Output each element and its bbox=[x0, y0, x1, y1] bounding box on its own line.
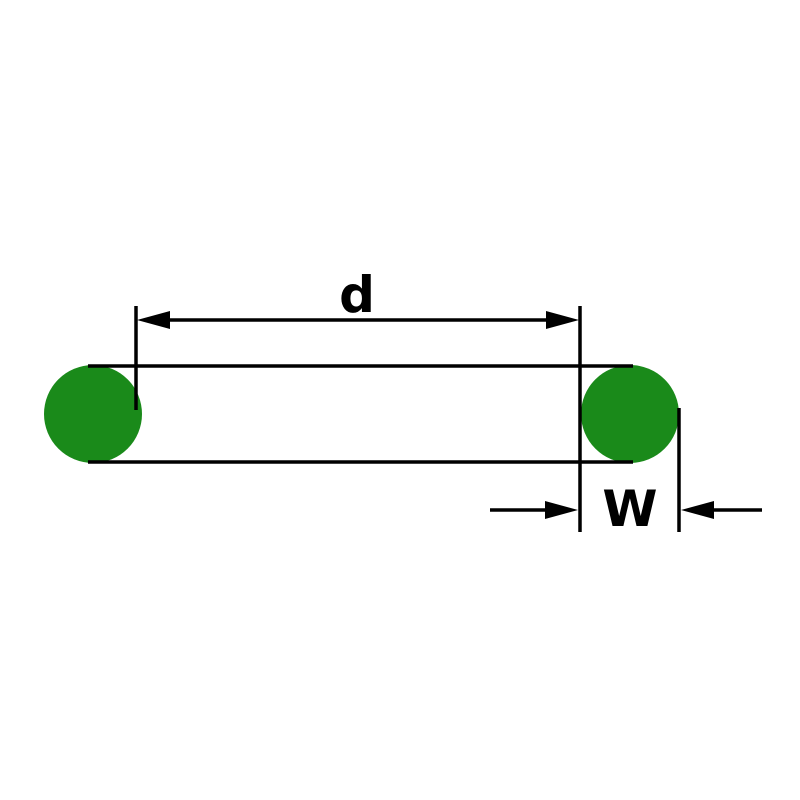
w-arrowhead-left bbox=[545, 501, 578, 519]
w-dimension-label: W bbox=[602, 480, 657, 538]
w-arrowhead-right bbox=[681, 501, 714, 519]
d-dimension-label: d bbox=[339, 266, 375, 324]
right-cross-section-circle bbox=[581, 365, 679, 463]
d-arrowhead-left bbox=[137, 311, 170, 329]
left-cross-section-circle bbox=[44, 365, 142, 463]
d-arrowhead-right bbox=[546, 311, 579, 329]
